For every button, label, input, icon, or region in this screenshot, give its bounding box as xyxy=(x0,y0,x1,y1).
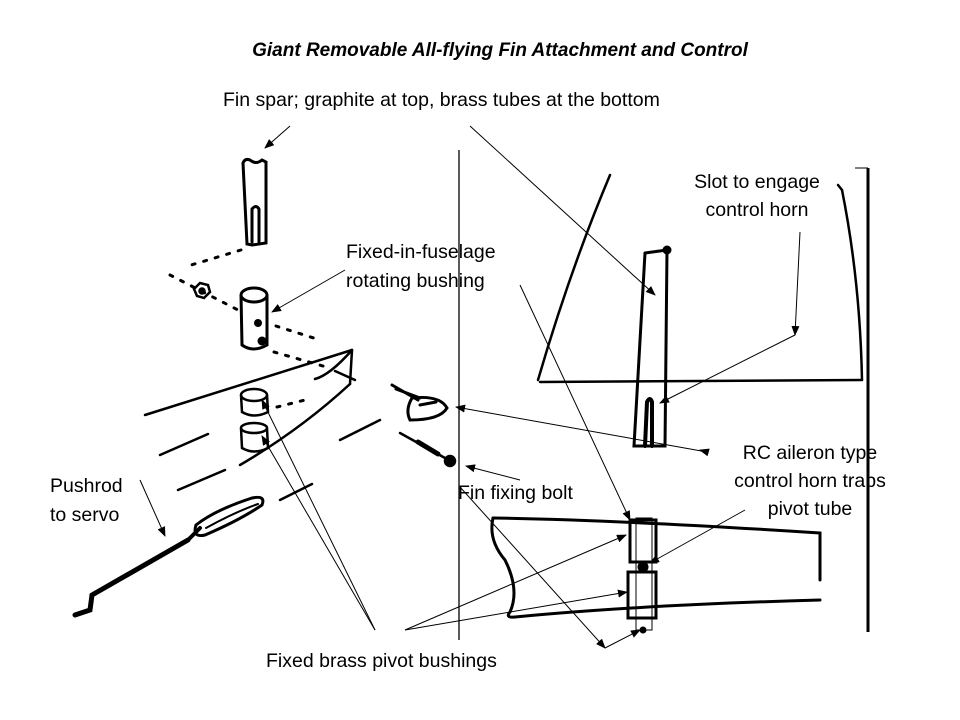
leader-arrows xyxy=(139,125,801,649)
fin-spar-side xyxy=(632,245,672,448)
pivot-tube-assembly xyxy=(626,517,658,634)
nut xyxy=(192,281,212,300)
label-pivot-bushings: Fixed brass pivot bushings xyxy=(266,650,497,672)
label-pushrod-line2: to servo xyxy=(50,504,120,526)
label-bushing-line1: Fixed-in-fuselage xyxy=(346,241,496,263)
label-fin-spar: Fin spar; graphite at top, brass tubes a… xyxy=(223,89,660,111)
label-pushrod-line1: Pushrod xyxy=(50,475,123,497)
label-horn-line2: control horn traps xyxy=(734,470,886,492)
label-horn-line3: pivot tube xyxy=(767,498,853,520)
dotted-axis-lines xyxy=(168,248,332,409)
label-fin-fixing-bolt: Fin fixing bolt xyxy=(458,482,573,504)
diagram-title: Giant Removable All-flying Fin Attachmen… xyxy=(252,40,748,61)
fin-outline xyxy=(536,173,864,384)
fin-fixing-bolt xyxy=(398,431,457,468)
upper-brass-pivot-bushing xyxy=(239,387,270,417)
label-horn-line1: RC aileron type xyxy=(742,442,878,464)
fuselage-section xyxy=(143,348,382,502)
pushrod xyxy=(72,495,265,618)
rotating-bushing xyxy=(239,286,269,351)
lower-brass-pivot-bushing xyxy=(239,421,270,453)
fin-spar xyxy=(241,157,268,247)
control-horn xyxy=(390,383,449,422)
fuselage-side-view xyxy=(490,516,822,619)
label-slot-line1: Slot to engage xyxy=(694,171,820,193)
label-slot-line2: control horn xyxy=(705,199,809,221)
label-bushing-line2: rotating bushing xyxy=(346,270,485,292)
